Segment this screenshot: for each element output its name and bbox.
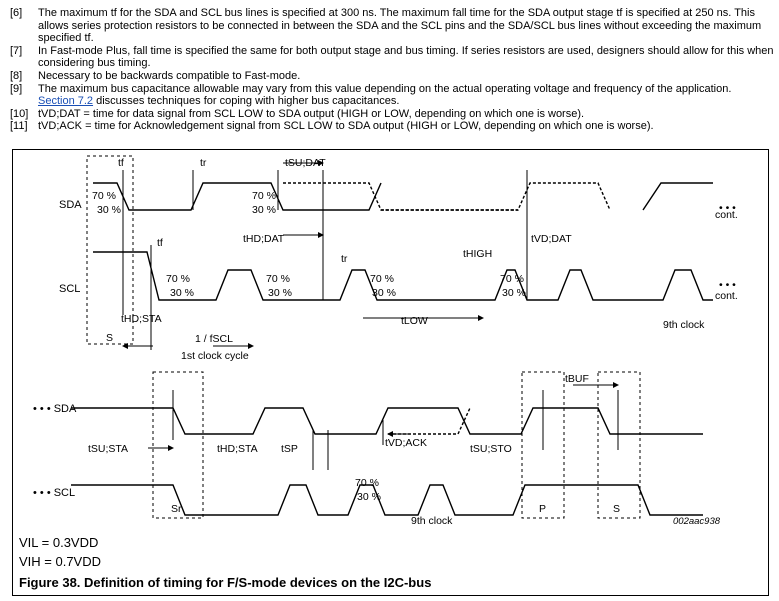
dots: • • •	[719, 279, 736, 291]
footnote-text: In Fast-mode Plus, fall time is specifie…	[38, 44, 774, 70]
cont-label: cont.	[715, 209, 738, 221]
footnote-number: [11]	[10, 120, 28, 133]
footnote-text: The maximum tf for the SDA and SCL bus l…	[38, 7, 762, 45]
repeated-start-box	[152, 371, 204, 519]
sda-end	[642, 182, 713, 211]
pct70-label: 70 %	[266, 273, 290, 285]
tvddat-label: tVD;DAT	[531, 233, 572, 245]
pct30-label: 30 %	[252, 204, 276, 216]
pct30-label: 30 %	[170, 287, 194, 299]
vih-label: VIH = 0.7VDD	[19, 554, 101, 569]
footnote-text-rest: discusses techniques for coping with hig…	[93, 95, 400, 108]
footnote-number: [6]	[10, 7, 23, 19]
tlow-label: tLOW	[401, 315, 428, 327]
tsusto-label: tSU;STO	[470, 443, 512, 455]
fscl-label: 1 / fSCL	[195, 333, 233, 345]
sr-label: Sr	[171, 503, 182, 515]
tsusta-label: tSU;STA	[88, 443, 128, 455]
tvdack-label: tVD;ACK	[385, 437, 427, 449]
sda-waveform-alt	[283, 182, 611, 211]
scl2-label: • • • SCL	[33, 487, 75, 499]
thdsta-label: tHD;STA	[121, 313, 162, 325]
footnote-number: [9]	[10, 82, 23, 95]
pct30-label: 30 %	[502, 287, 526, 299]
dots: • • •	[719, 202, 736, 214]
sda2-label: • • • SDA	[33, 403, 77, 415]
tr-label: tr	[200, 157, 207, 169]
tf-label: tf	[118, 157, 124, 169]
start2-label: S	[613, 503, 620, 515]
footnote-text: tVD;ACK = time for Acknowledgement signa…	[38, 120, 654, 133]
thddat-label: tHD;DAT	[243, 233, 285, 245]
tf-label: tf	[157, 237, 163, 249]
tsp-label: tSP	[281, 443, 298, 455]
pct70-label: 70 %	[500, 273, 524, 285]
footnote-number: [7]	[10, 44, 23, 57]
footnote-9: [9] The maximum bus capacitance allowable…	[10, 83, 775, 108]
footnote-number: [10]	[10, 107, 29, 120]
footnote-text: tVD;DAT = time for data signal from SCL …	[38, 107, 585, 120]
footnote-text: Necessary to be backwards compatible to …	[38, 69, 301, 82]
sda2-waveform-alt	[388, 407, 471, 435]
ninth-clock-label: 9th clock	[663, 319, 705, 331]
pct70-label: 70 %	[355, 477, 379, 489]
stop-label: P	[539, 503, 546, 515]
pct30-label: 30 %	[357, 491, 381, 503]
sda-label: SDA	[59, 199, 82, 211]
tr-label: tr	[341, 253, 348, 265]
sda2-waveform	[71, 407, 703, 435]
footnote-11: [11] tVD;ACK = time for Acknowledgement s…	[10, 120, 775, 133]
footnote-number: [8]	[10, 69, 23, 82]
footnote-7: [7] In Fast-mode Plus, fall time is speci…	[10, 45, 775, 70]
scl-waveform	[93, 251, 713, 301]
pct70-label: 70 %	[166, 273, 190, 285]
timing-diagram: SDA SCL • • • SDA • • • SCL 70 % 30 % 70…	[19, 155, 738, 590]
footnote-text: The maximum bus capacitance allowable ma…	[38, 83, 775, 108]
pct30-label: 30 %	[97, 204, 121, 216]
tsudat-label: tSU;DAT	[285, 157, 326, 169]
first-clock-label: 1st clock cycle	[181, 350, 249, 362]
ninth-clock-label: 9th clock	[411, 515, 453, 527]
start-condition-box	[86, 155, 134, 345]
footnote-8: [8] Necessary to be backwards compatible …	[10, 70, 775, 83]
figure-caption: Figure 38. Definition of timing for F/S-…	[19, 575, 431, 590]
figure-code: 002aac938	[673, 516, 721, 527]
start2-condition-box	[597, 371, 641, 519]
stop-condition-box	[521, 371, 565, 519]
vil-label: VIL = 0.3VDD	[19, 535, 98, 550]
footnote-text-main: The maximum bus capacitance allowable ma…	[38, 82, 732, 95]
cont-label: cont.	[715, 290, 738, 302]
section-link[interactable]: Section 7.2	[38, 95, 94, 108]
timing-figure: SDA SCL • • • SDA • • • SCL 70 % 30 % 70…	[12, 149, 769, 596]
thdsta2-label: tHD;STA	[217, 443, 258, 455]
footnotes: [6] The maximum tf for the SDA and SCL bu…	[10, 7, 775, 133]
pct30-label: 30 %	[268, 287, 292, 299]
tbuf-label: tBUF	[565, 373, 589, 385]
footnote-10: [10] tVD;DAT = time for data signal from …	[10, 108, 775, 121]
pct70-label: 70 %	[252, 190, 276, 202]
pct30-label: 30 %	[372, 287, 396, 299]
pct70-label: 70 %	[92, 190, 116, 202]
scl2-waveform	[71, 484, 703, 516]
pct70-label: 70 %	[370, 273, 394, 285]
thigh-label: tHIGH	[463, 248, 492, 260]
start-label: S	[106, 332, 113, 344]
sda-waveform	[93, 182, 382, 211]
scl-label: SCL	[59, 283, 80, 295]
footnote-6: [6] The maximum tf for the SDA and SCL bu…	[10, 7, 775, 45]
